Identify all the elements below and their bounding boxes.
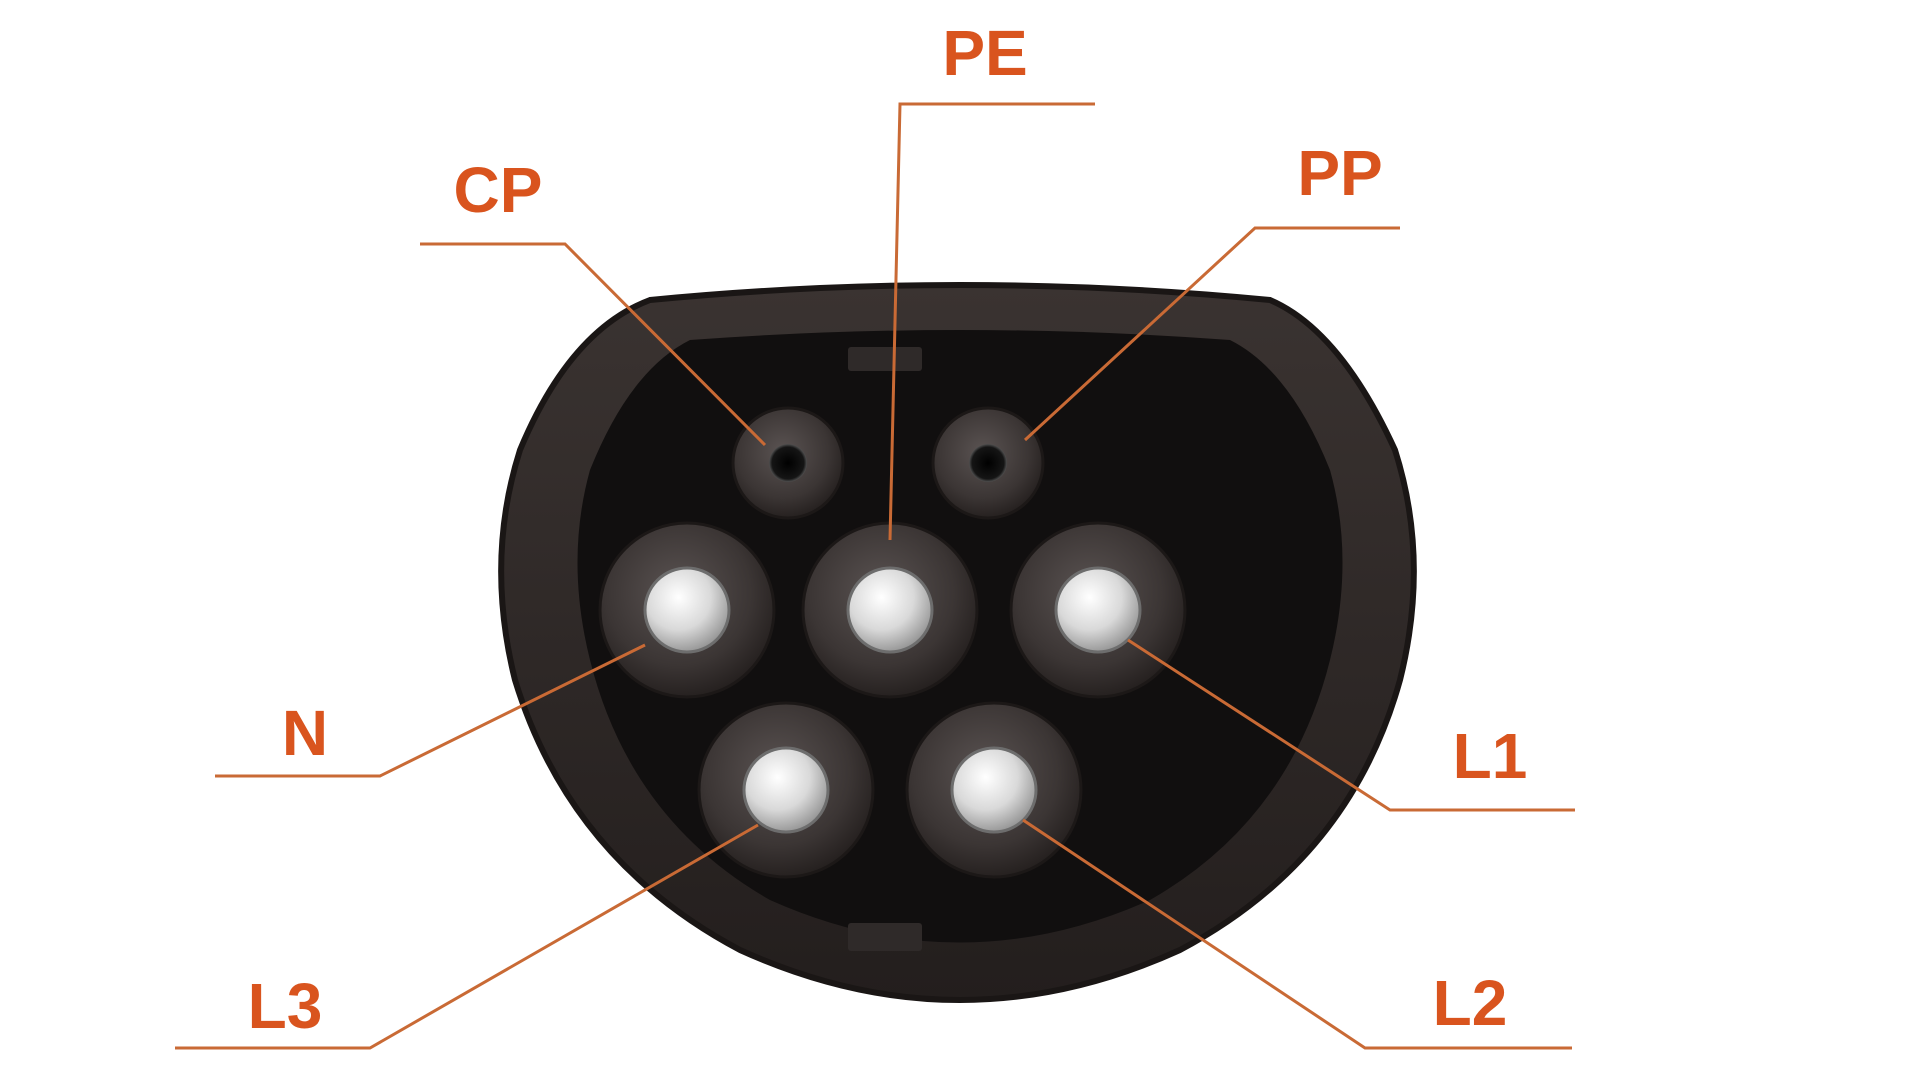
leader-line-pp (1023, 226, 1400, 442)
leader-lines (175, 102, 1575, 1050)
pin-n (598, 521, 776, 699)
label-n: N (282, 697, 328, 769)
leader-line-n (215, 643, 646, 778)
pin-pp (931, 406, 1045, 520)
label-l1: L1 (1453, 720, 1528, 792)
pin-l3 (697, 701, 875, 879)
leader-line-l1 (1127, 638, 1575, 812)
leader-line-l2 (1022, 818, 1572, 1050)
leader-line-l3 (175, 823, 759, 1050)
pin-l2 (905, 701, 1083, 879)
label-cp: CP (454, 154, 543, 226)
label-pe: PE (942, 17, 1027, 89)
label-l3: L3 (248, 970, 323, 1042)
label-l2: L2 (1433, 967, 1508, 1039)
label-pp: PP (1297, 137, 1382, 209)
bottom-key-notch (848, 923, 922, 951)
pin-pe (801, 521, 979, 699)
top-key-notch (848, 347, 922, 371)
leader-line-cp (420, 242, 767, 447)
pin-cp (731, 406, 845, 520)
pin-l1 (1009, 521, 1187, 699)
leader-line-pe (888, 102, 1095, 541)
